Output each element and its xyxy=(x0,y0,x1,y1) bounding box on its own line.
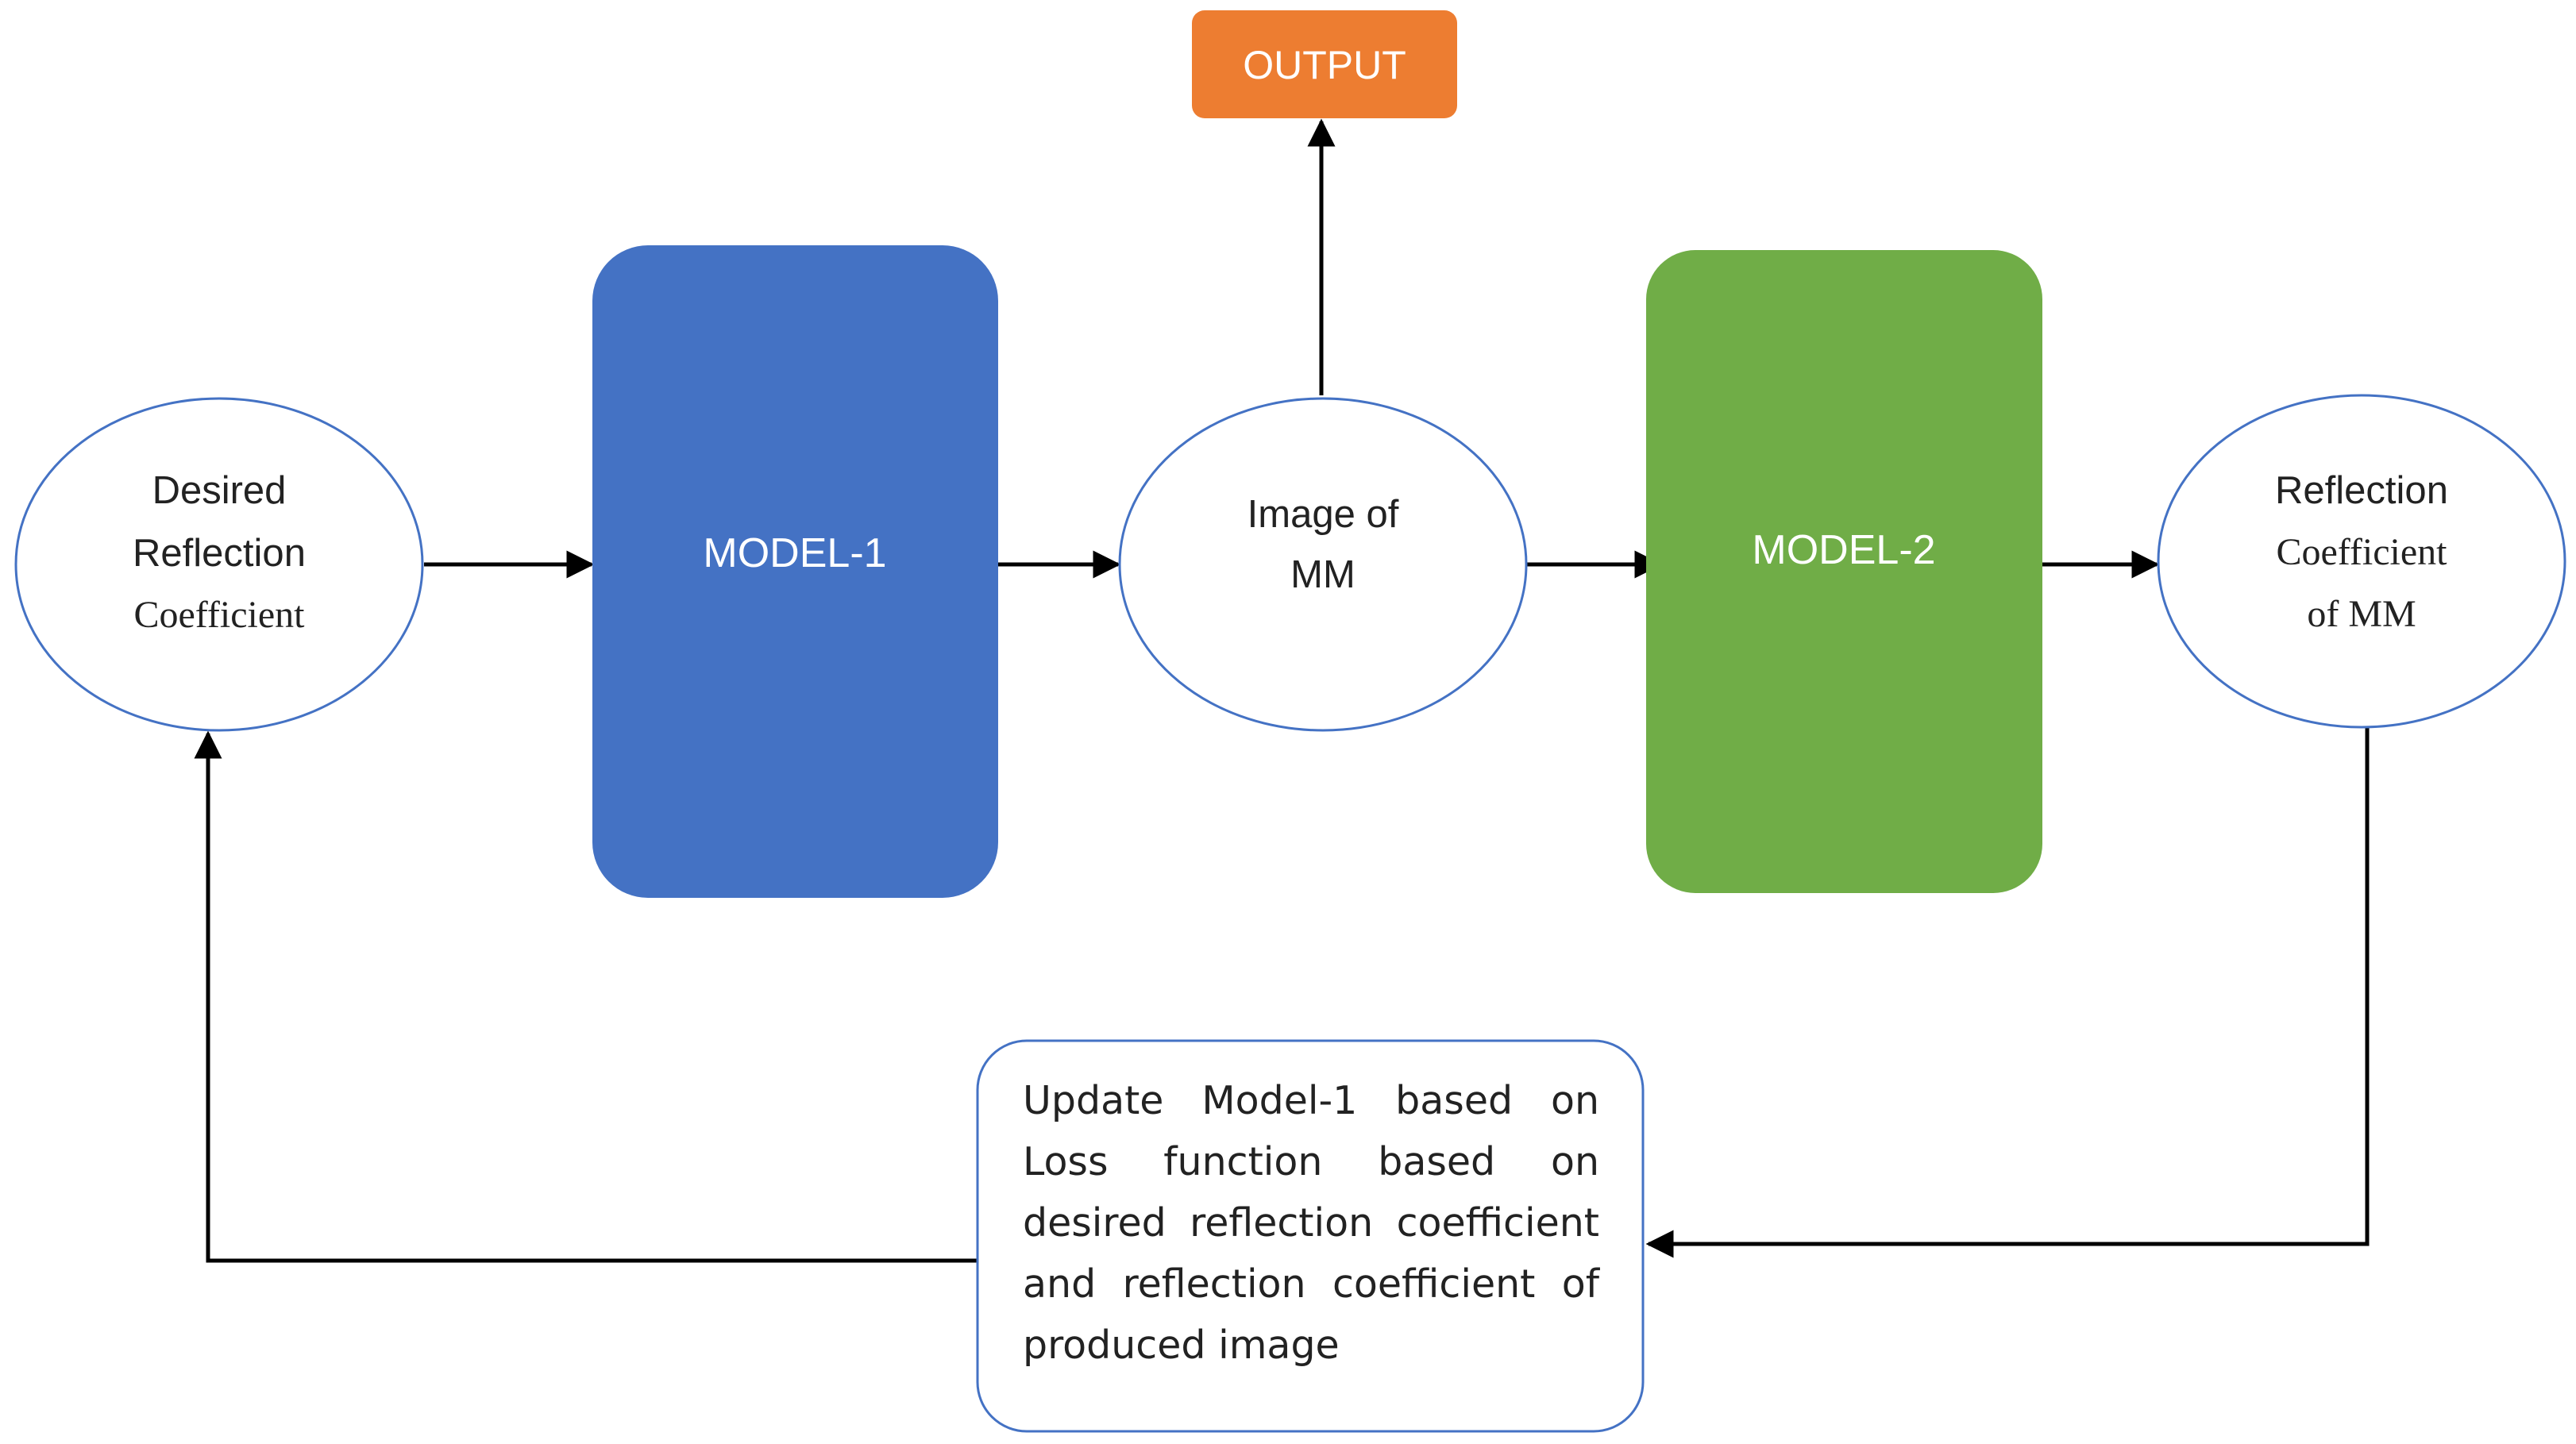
model-2-label: MODEL-2 xyxy=(1752,527,1935,573)
model-1-node: MODEL-1 xyxy=(592,245,998,898)
update-note-text: Update Model-1 based on Loss function ba… xyxy=(1023,1078,1599,1368)
desired-reflection-coefficient-node: Desired Reflection Coefficient xyxy=(14,397,424,732)
model-2-box xyxy=(1646,250,2042,893)
model-1-box xyxy=(592,245,998,898)
reflection-coefficient-of-mm-node: Reflection Coefficient of MM xyxy=(2157,394,2566,729)
output-label: OUTPUT xyxy=(1243,43,1406,87)
output-box xyxy=(1192,10,1457,118)
model-1-label: MODEL-1 xyxy=(703,530,886,576)
image-of-mm-line-1: Image of xyxy=(1248,493,1399,536)
image-of-mm-line-2: MM xyxy=(1290,553,1355,596)
output-node: OUTPUT xyxy=(1192,10,1457,118)
connectors xyxy=(194,118,2370,1263)
desired-line-1: Desired xyxy=(152,469,287,512)
arrow-reflection-to-update xyxy=(1645,728,2370,1258)
update-note-box xyxy=(976,1039,1645,1433)
reflection-of-mm-ellipse xyxy=(2157,394,2566,729)
desired-line-3: Coefficient xyxy=(133,594,305,636)
reflection-of-mm-line-3: of MM xyxy=(2307,593,2416,635)
image-of-mm-node: Image of MM xyxy=(1118,397,1528,732)
image-of-mm-ellipse xyxy=(1118,397,1528,732)
arrow-update-to-desired xyxy=(194,730,978,1263)
desired-reflection-ellipse xyxy=(14,397,424,732)
reflection-of-mm-line-2: Coefficient xyxy=(2276,531,2447,573)
model-2-node: MODEL-2 xyxy=(1646,250,2042,893)
desired-line-2: Reflection xyxy=(133,532,306,575)
reflection-of-mm-line-1: Reflection xyxy=(2275,469,2448,512)
